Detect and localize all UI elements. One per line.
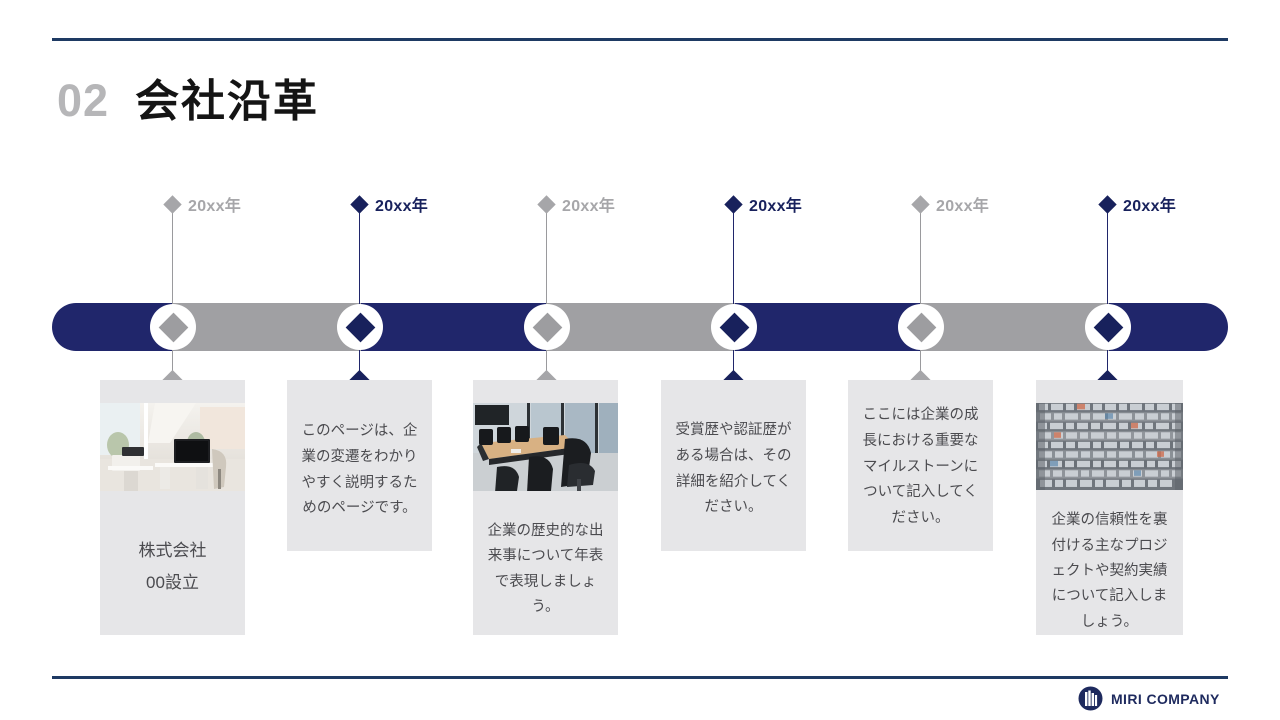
milestone-year-4[interactable]: 20xx年 xyxy=(724,192,803,216)
milestone-year-label: 20xx年 xyxy=(188,198,242,215)
timeline-marker-3[interactable] xyxy=(524,304,570,350)
connector-up-5 xyxy=(920,210,921,305)
building-circle-logo-icon xyxy=(1078,686,1103,711)
connector-up-1 xyxy=(172,210,173,305)
page-title: 02 会社沿革 xyxy=(57,78,319,124)
connector-down-2 xyxy=(359,349,360,381)
timeline-marker-6[interactable] xyxy=(1085,304,1131,350)
card-caption-3: 企業の歴史的な出来事について年表で表現しましょう。 xyxy=(487,523,604,616)
diamond-icon xyxy=(1093,312,1123,342)
connector-up-6 xyxy=(1107,210,1108,305)
milestone-year-label: 20xx年 xyxy=(562,198,616,215)
card-text-4: 受賞歴や認証歴がある場合は、その詳細を紹介してください。 xyxy=(675,421,792,516)
milestone-year-5[interactable]: 20xx年 xyxy=(911,192,990,216)
timeline-card-3[interactable]: 企業の歴史的な出来事について年表で表現しましょう。 xyxy=(473,380,618,635)
meeting-room-photo xyxy=(473,403,618,491)
office-desks-photo xyxy=(100,403,245,491)
diamond-icon xyxy=(163,194,182,214)
card-text-2: このページは、企業の変遷をわかりやすく説明するためのページです。 xyxy=(301,422,418,517)
timeline-card-5[interactable]: ここには企業の成長における重要なマイルストーンについて記入してください。 xyxy=(848,380,993,551)
timeline-segment-gray-1 xyxy=(173,303,361,351)
diamond-icon xyxy=(1098,194,1117,214)
card-caption-1: 株式会社 00設立 xyxy=(138,541,207,593)
card-text-5: ここには企業の成長における重要なマイルストーンについて記入してください。 xyxy=(862,407,979,527)
connector-down-4 xyxy=(733,349,734,381)
milestone-year-label: 20xx年 xyxy=(1123,198,1177,215)
timeline-bar xyxy=(52,303,1228,351)
milestone-year-3[interactable]: 20xx年 xyxy=(537,192,616,216)
section-title: 会社沿革 xyxy=(135,77,320,126)
card-caption-6: 企業の信頼性を裏付ける主なプロジェクトや契約実績について記入しましょう。 xyxy=(1051,512,1168,630)
timeline-marker-4[interactable] xyxy=(711,304,757,350)
glass-building-photo xyxy=(1036,403,1183,491)
connector-down-3 xyxy=(546,349,547,381)
connector-down-5 xyxy=(920,349,921,381)
connector-up-4 xyxy=(733,210,734,305)
timeline-segment-gray-2 xyxy=(547,303,735,351)
diamond-icon xyxy=(532,312,562,342)
milestone-year-1[interactable]: 20xx年 xyxy=(163,192,242,216)
timeline-card-2[interactable]: このページは、企業の変遷をわかりやすく説明するためのページです。 xyxy=(287,380,432,551)
company-name: MIRI COMPANY xyxy=(1111,690,1220,707)
milestone-year-label: 20xx年 xyxy=(749,198,803,215)
diamond-icon xyxy=(158,312,188,342)
diamond-icon xyxy=(537,194,556,214)
milestone-year-label: 20xx年 xyxy=(375,198,429,215)
section-number: 02 xyxy=(57,75,110,126)
milestone-year-label: 20xx年 xyxy=(936,198,990,215)
bottom-rule xyxy=(52,676,1228,679)
milestone-year-2[interactable]: 20xx年 xyxy=(350,192,429,216)
diamond-icon xyxy=(345,312,375,342)
timeline-marker-2[interactable] xyxy=(337,304,383,350)
footer-logo: MIRI COMPANY xyxy=(1078,686,1220,711)
timeline-card-6[interactable]: 企業の信頼性を裏付ける主なプロジェクトや契約実績について記入しましょう。 xyxy=(1036,380,1183,635)
connector-up-2 xyxy=(359,210,360,305)
connector-up-3 xyxy=(546,210,547,305)
diamond-icon xyxy=(911,194,930,214)
diamond-icon xyxy=(350,194,369,214)
diamond-icon xyxy=(906,312,936,342)
connector-down-1 xyxy=(172,349,173,381)
timeline-marker-5[interactable] xyxy=(898,304,944,350)
connector-down-6 xyxy=(1107,349,1108,381)
timeline-segment-gray-3 xyxy=(921,303,1109,351)
timeline-marker-1[interactable] xyxy=(150,304,196,350)
milestone-year-6[interactable]: 20xx年 xyxy=(1098,192,1177,216)
timeline-card-1[interactable]: 株式会社 00設立 xyxy=(100,380,245,635)
diamond-icon xyxy=(719,312,749,342)
top-rule xyxy=(52,38,1228,41)
diamond-icon xyxy=(724,194,743,214)
timeline-card-4[interactable]: 受賞歴や認証歴がある場合は、その詳細を紹介してください。 xyxy=(661,380,806,551)
